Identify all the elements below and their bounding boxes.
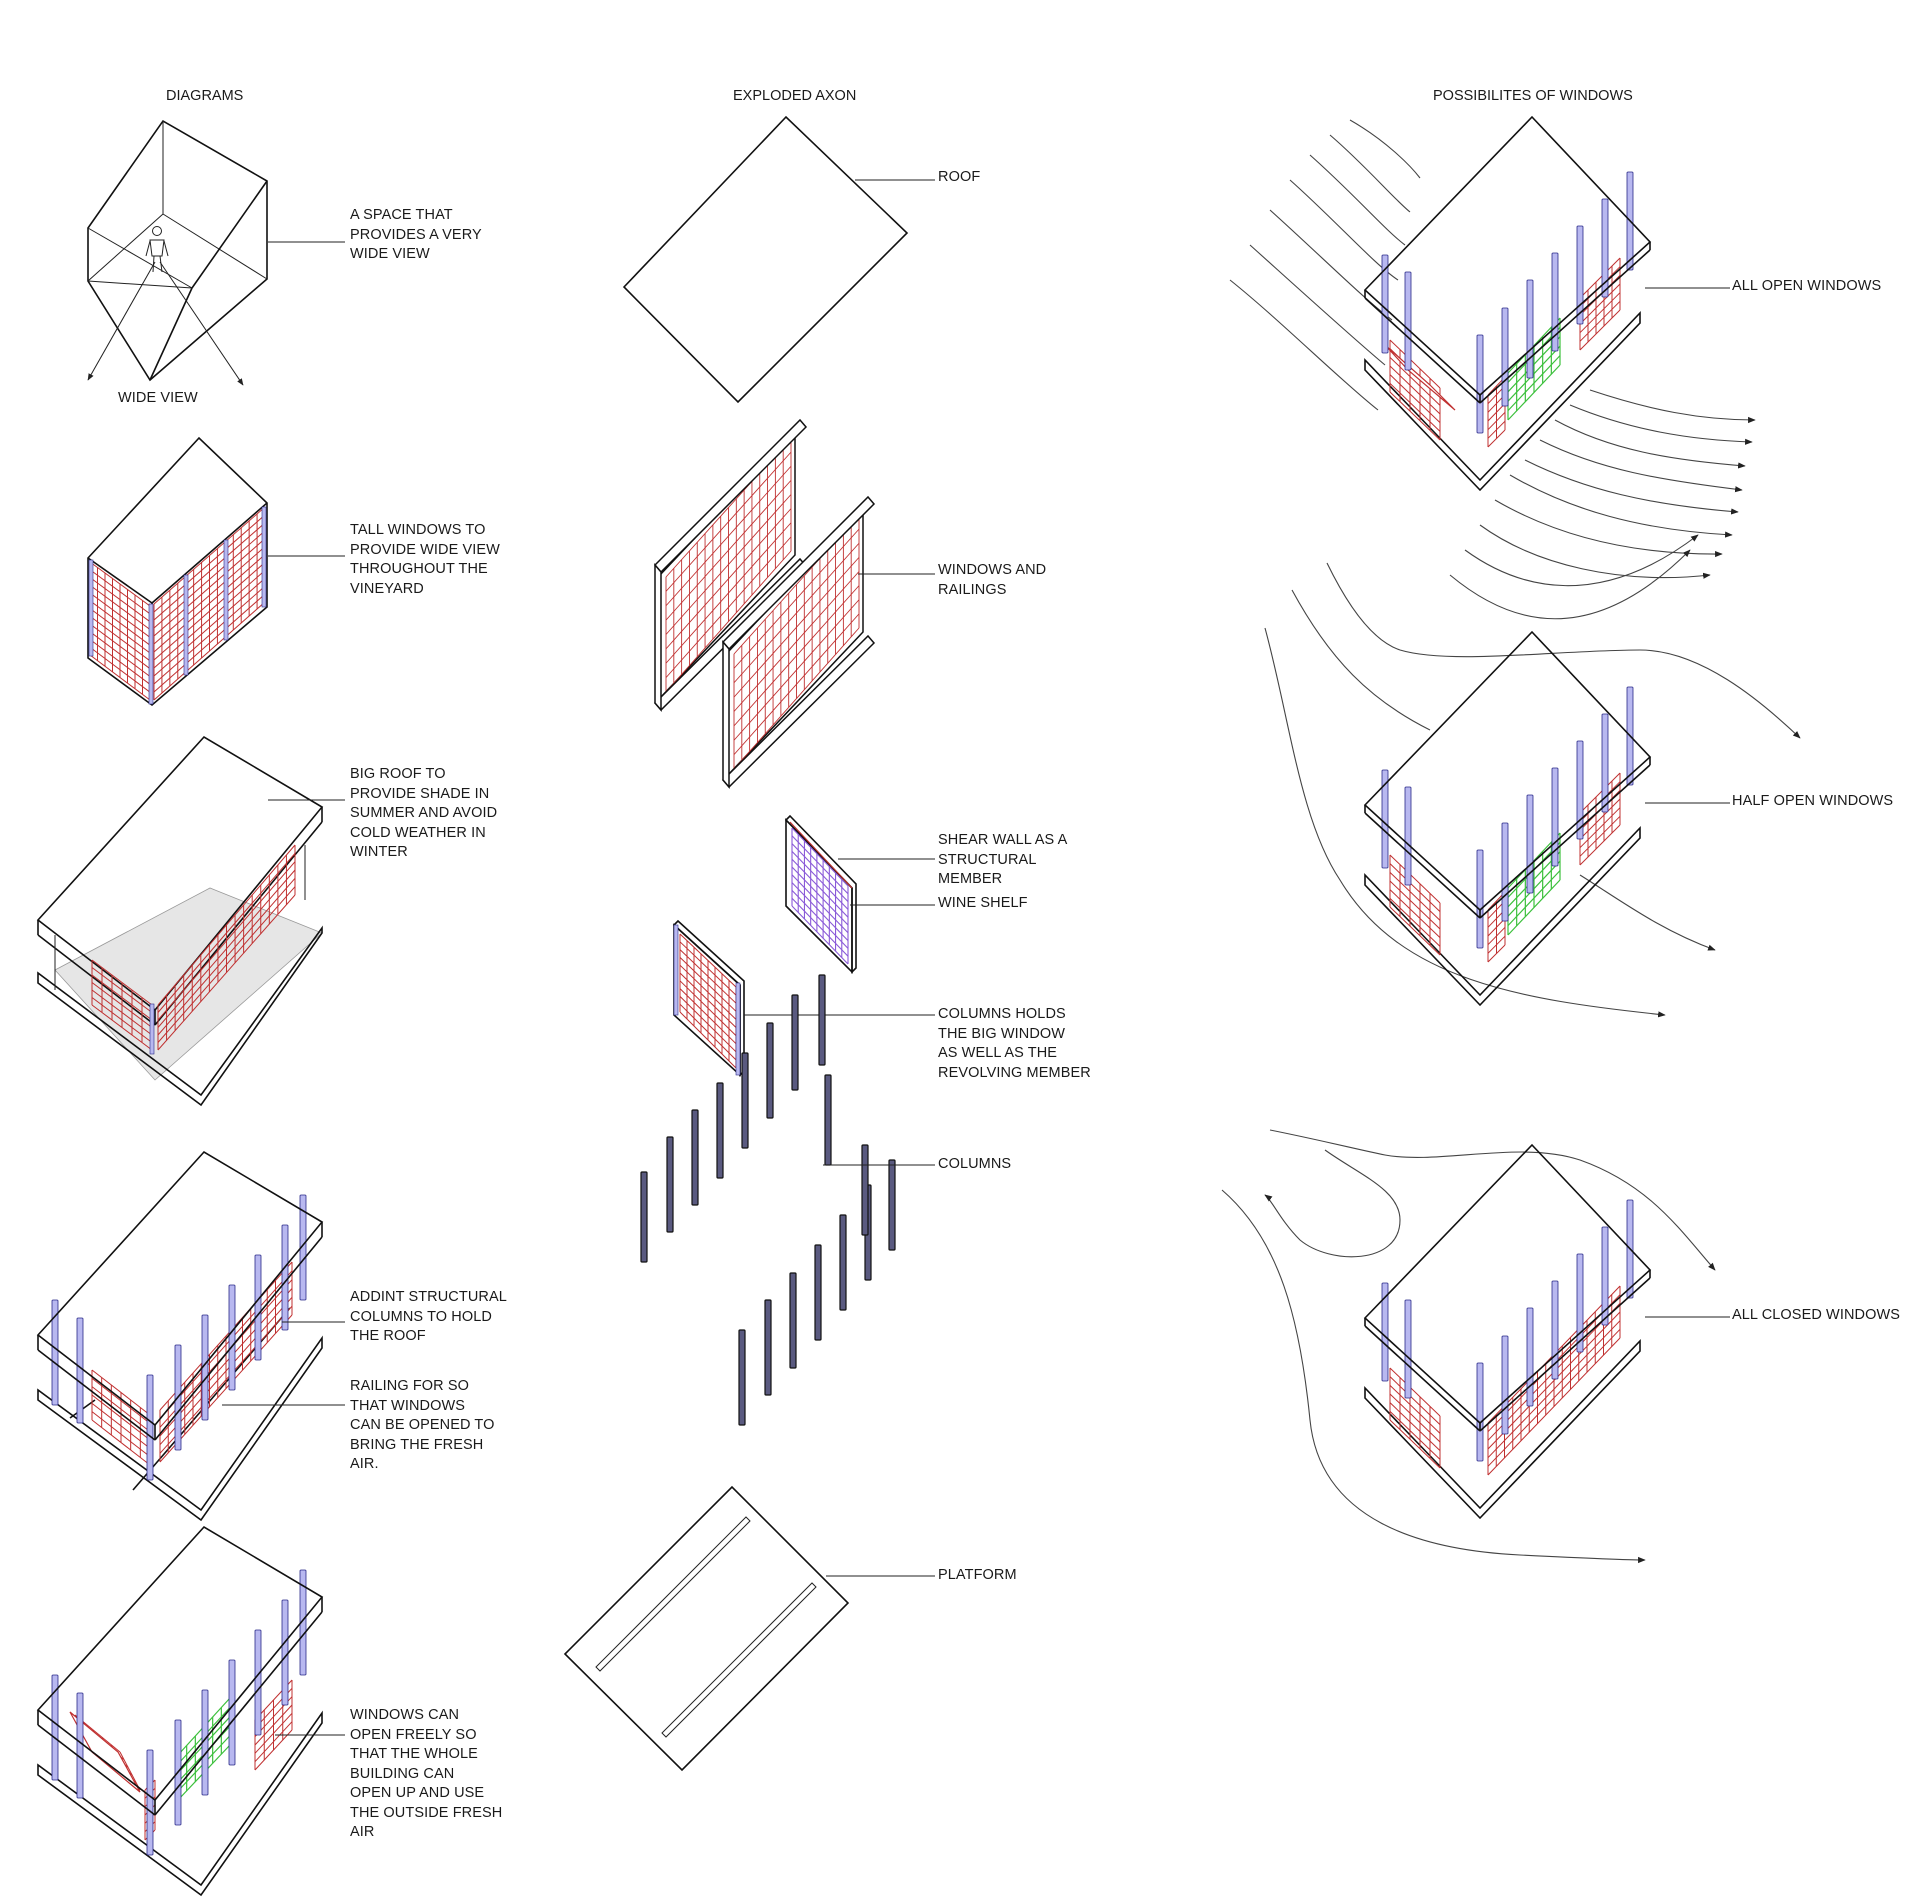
column-5 <box>741 1052 749 1149</box>
column-6 <box>766 1022 774 1119</box>
label-columns: COLUMNS <box>938 1156 1012 1172</box>
axon-column-window <box>672 919 745 1077</box>
diagram-big-roof <box>36 735 324 1107</box>
building-all-open <box>1363 115 1652 492</box>
column-15 <box>888 1159 896 1251</box>
column-17 <box>861 1144 869 1236</box>
airflow-all-open <box>1229 119 1756 620</box>
diagram-open-freely <box>36 1525 324 1897</box>
column-9 <box>738 1329 746 1426</box>
axon-roof <box>622 115 909 404</box>
label-structural-columns: ADDINT STRUCTURAL COLUMNS TO HOLD THE RO… <box>350 1289 507 1344</box>
airflow-all-closed <box>1221 1129 1716 1564</box>
column-4 <box>716 1082 724 1179</box>
label-all-open-windows: ALL OPEN WINDOWS <box>1732 278 1882 294</box>
label-wide-space: A SPACE THAT PROVIDES A VERY WIDE VIEW <box>350 207 482 262</box>
label-platform: PLATFORM <box>938 1567 1017 1583</box>
header-possibilities-of-windows: POSSIBILITES OF WINDOWS <box>1433 88 1633 104</box>
header-diagrams: DIAGRAMS <box>166 88 244 104</box>
axon-platform <box>563 1485 850 1772</box>
column-2 <box>666 1136 674 1233</box>
label-railing: RAILING FOR SO THAT WINDOWS CAN BE OPENE… <box>350 1378 495 1472</box>
column-16 <box>824 1074 832 1166</box>
label-half-open-windows: HALF OPEN WINDOWS <box>1732 793 1894 809</box>
diagram-tall-windows <box>87 436 268 707</box>
building-all-closed <box>1363 1143 1652 1520</box>
airflow-half-open <box>1264 562 1801 1018</box>
header-exploded-axon: EXPLODED AXON <box>733 88 857 104</box>
label-columns-holds: COLUMNS HOLDS THE BIG WINDOW AS WELL AS … <box>938 1006 1091 1081</box>
label-windows-railings: WINDOWS AND RAILINGS <box>938 562 1047 598</box>
column-7 <box>791 994 799 1091</box>
column-12 <box>814 1244 822 1341</box>
label-shear-wall: SHEAR WALL AS A STRUCTURAL MEMBER <box>938 832 1068 887</box>
label-big-roof: BIG ROOF TO PROVIDE SHADE IN SUMMER AND … <box>350 766 498 860</box>
label-tall-windows: TALL WINDOWS TO PROVIDE WIDE VIEW THROUG… <box>350 522 500 597</box>
axon-windows-railings <box>653 418 876 790</box>
column-10 <box>764 1299 772 1396</box>
label-all-closed-windows: ALL CLOSED WINDOWS <box>1732 1307 1901 1323</box>
axon-columns <box>640 974 896 1426</box>
label-wide-view: WIDE VIEW <box>118 390 198 406</box>
diagram-wide-view-box <box>87 119 268 386</box>
label-open-freely: WINDOWS CAN OPEN FREELY SO THAT THE WHOL… <box>350 1707 503 1840</box>
axon-shear-wall <box>784 814 857 974</box>
label-wine-shelf: WINE SHELF <box>938 895 1028 911</box>
label-roof: ROOF <box>938 169 981 185</box>
column-1 <box>640 1171 648 1263</box>
building-half-open <box>1363 630 1652 1007</box>
column-11 <box>789 1272 797 1369</box>
diagram-columns-railing <box>36 1150 324 1522</box>
column-3 <box>691 1109 699 1206</box>
column-13 <box>839 1214 847 1311</box>
column-8 <box>818 974 826 1066</box>
